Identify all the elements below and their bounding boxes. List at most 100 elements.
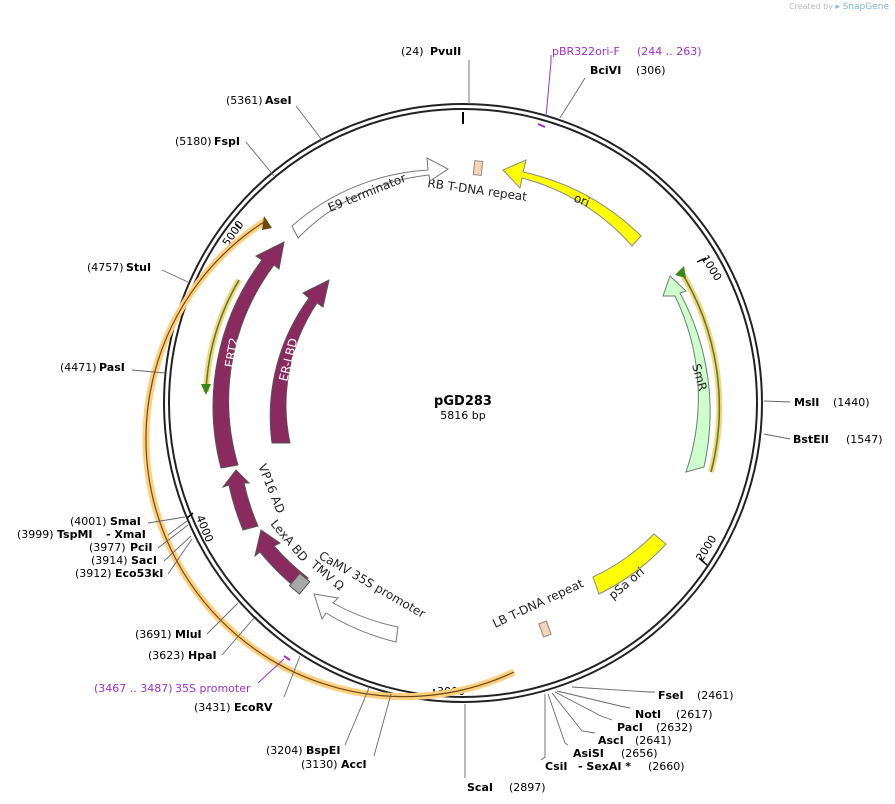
site-fspi[interactable]: FspI (214, 135, 240, 148)
pos-msli: (1440) (833, 396, 870, 409)
label-e9-terminator: E9 terminator (326, 171, 408, 215)
label-ori: ori (572, 191, 592, 210)
site-sexai[interactable]: - SexAI * (578, 760, 631, 773)
pos-tspmi: (3999) (17, 528, 54, 541)
label-vp16-ad: VP16 AD (255, 462, 287, 515)
backbone-inner (168, 108, 758, 698)
feature-lexa-bd[interactable] (254, 529, 309, 589)
site-bcivi[interactable]: BciVI (590, 64, 621, 77)
pos-asisi: (2656) (621, 747, 658, 760)
site-pasi[interactable]: PasI (99, 361, 125, 374)
site-ecorv[interactable]: EcoRV (234, 701, 273, 714)
site-eco53ki[interactable]: Eco53kI (115, 567, 163, 580)
feature-rb-repeat[interactable] (472, 160, 484, 176)
primer-pbr322-leader (545, 55, 552, 118)
credit-brand: SnapGene (842, 2, 889, 12)
plasmid-name: pGD283 (434, 394, 492, 409)
pos-bsteii: (1547) (846, 433, 883, 446)
pos-smai: (4001) (70, 515, 107, 528)
label-lb-repeat: LB T-DNA repeat (490, 576, 586, 631)
pos-mlui: (3691) (135, 628, 172, 641)
pos-bcivi: (306) (636, 64, 666, 77)
site-hpai[interactable]: HpaI (188, 649, 217, 662)
site-asisi[interactable]: AsiSI (573, 747, 604, 760)
snapgene-logo-icon: ▸ (835, 2, 841, 12)
feature-psa-ori[interactable] (592, 533, 667, 595)
site-saci[interactable]: SacI (131, 554, 157, 567)
site-bsteii[interactable]: BstEII (793, 433, 829, 446)
feature-smr[interactable] (662, 275, 711, 473)
feature-vp16-ad[interactable] (221, 469, 259, 531)
site-bspei[interactable]: BspEI (306, 744, 340, 757)
label-ert2: ERT2 (222, 337, 241, 369)
site-asci[interactable]: AscI (598, 734, 624, 747)
pos-pcii: (3977) (89, 541, 126, 554)
pos-fsei: (2461) (697, 689, 734, 702)
site-csii[interactable]: CsiI (545, 760, 567, 773)
feature-lb-repeat[interactable] (538, 620, 552, 638)
pos-saci: (3914) (91, 554, 128, 567)
site-mlui[interactable]: MluI (175, 628, 202, 641)
tick-label-1000: 1000 (698, 253, 724, 284)
smr-green-arc (679, 269, 721, 473)
site-paci[interactable]: PacI (617, 721, 643, 734)
credit-prefix: Created by (788, 2, 833, 11)
primer-35s-leader (257, 658, 285, 684)
site-smai[interactable]: SmaI (110, 515, 141, 528)
ert2-green-arrowhead (201, 384, 211, 395)
backbone-outer (163, 103, 763, 703)
primer-35s-range: (3467 .. 3487) (94, 682, 173, 695)
site-tspmi[interactable]: TspMI (57, 528, 93, 541)
tick-label-2000: 2000 (694, 533, 720, 564)
site-fsei[interactable]: FseI (658, 689, 684, 702)
pos-acci: (3130) (301, 758, 338, 771)
pos-paci: (2632) (656, 721, 693, 734)
primer-pbr322-mark (537, 123, 546, 128)
tick-1000 (696, 257, 707, 263)
site-acci[interactable]: AccI (341, 758, 367, 771)
pos-asei: (5361) (226, 94, 263, 107)
promoter-halo-arc (142, 217, 516, 701)
site-xmai[interactable]: - XmaI (106, 528, 146, 541)
feature-e9-terminator[interactable] (291, 157, 449, 239)
primer-pbr322-name[interactable]: pBR322ori-F (552, 45, 620, 58)
plasmid-length: 5816 bp (440, 409, 485, 422)
pos-eco53ki: (3912) (75, 567, 112, 580)
primer-35s-name[interactable]: 35S promoter (175, 682, 251, 695)
site-asei[interactable]: AseI (265, 94, 292, 107)
promoter-feature-line (145, 219, 515, 698)
promoter-arrowhead (262, 216, 272, 230)
site-msli[interactable]: MslI (794, 396, 819, 409)
feature-er-lbd[interactable] (269, 279, 330, 444)
primer-pbr322-range: (244 .. 263) (637, 45, 702, 58)
pos-hpai: (3623) (148, 649, 185, 662)
site-leader-lines (131, 60, 791, 778)
pos-asci: (2641) (635, 734, 672, 747)
tick-5000 (235, 223, 242, 230)
feature-camv-35s-promoter[interactable] (313, 593, 399, 643)
feature-tmv-omega[interactable] (288, 572, 311, 595)
pos-scai: (2897) (509, 781, 546, 794)
site-pvuii[interactable]: PvuII (430, 45, 461, 58)
smr-green-arrowhead (675, 266, 686, 278)
label-smr: SmR (689, 362, 710, 392)
bp-ticks: 1000 2000 3000 4000 5000 (186, 218, 724, 698)
site-noti[interactable]: NotI (635, 708, 661, 721)
site-pcii[interactable]: PciI (130, 541, 152, 554)
site-scai[interactable]: ScaI (467, 781, 493, 794)
pos-noti: (2617) (676, 708, 713, 721)
feature-ert2[interactable] (212, 241, 285, 469)
ert2-green-arc (205, 279, 240, 393)
pos-pvuii: (24) (401, 45, 424, 58)
pos-ecorv: (3431) (194, 701, 231, 714)
tick-4000 (186, 512, 194, 519)
tick-2000 (698, 557, 708, 566)
pos-pasi: (4471) (60, 361, 97, 374)
pos-stui: (4757) (87, 261, 124, 274)
feature-ori[interactable] (502, 159, 642, 247)
snapgene-credit: Created by ▸ SnapGene (789, 2, 889, 12)
primer-35s-mark (283, 655, 291, 661)
pos-csii: (2660) (648, 760, 685, 773)
site-stui[interactable]: StuI (126, 261, 151, 274)
